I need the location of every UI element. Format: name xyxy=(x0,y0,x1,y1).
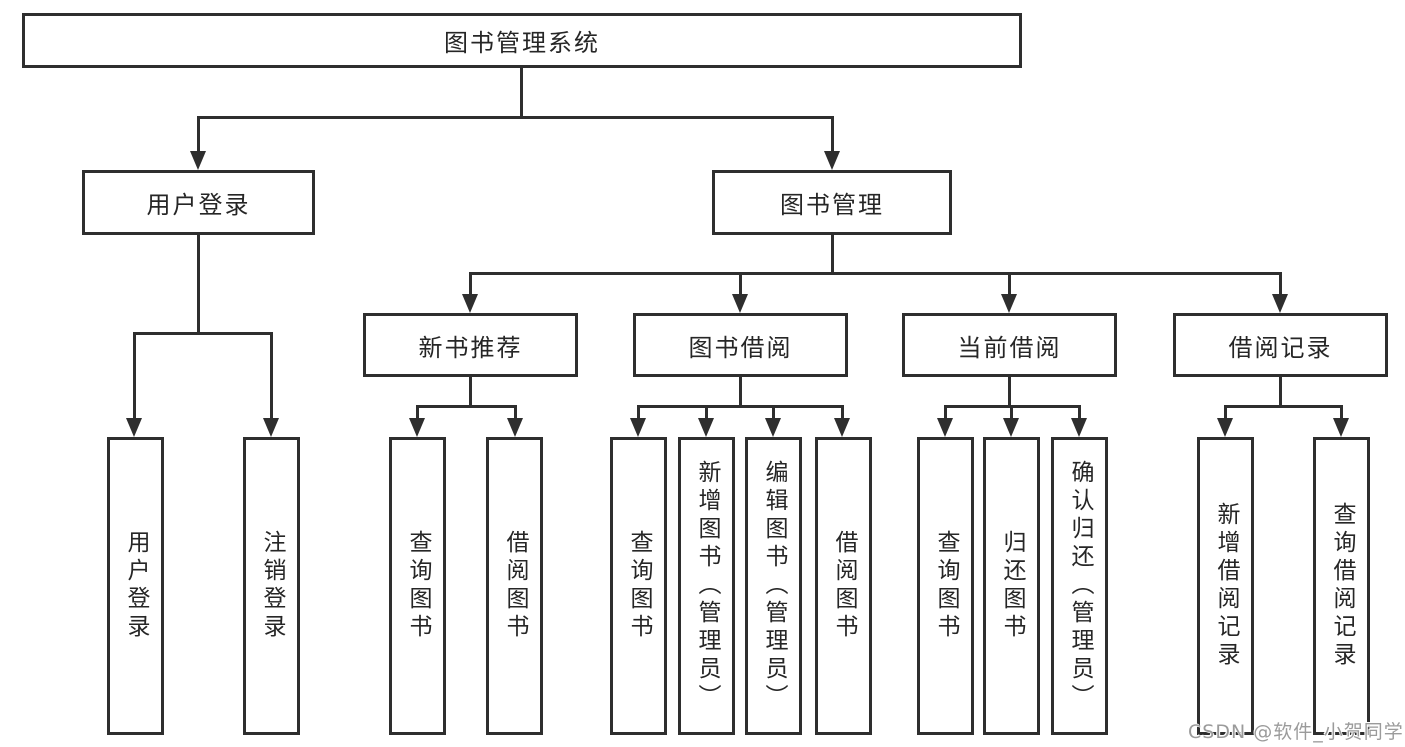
arrow-down-icon xyxy=(126,418,142,437)
node-leaf-query-books-2: 查询图书 xyxy=(610,437,667,735)
connector-line xyxy=(1224,405,1227,419)
arrow-down-icon xyxy=(190,151,206,170)
connector-line xyxy=(739,272,742,295)
node-leaf-add-books-admin: 新增图书（管理员） xyxy=(678,437,735,735)
connector-line xyxy=(1340,405,1343,419)
node-leaf-borrow-books-2: 借阅图书 xyxy=(815,437,872,735)
node-leaf-add-borrow-record: 新增借阅记录 xyxy=(1197,437,1254,735)
connector-line xyxy=(1224,405,1343,408)
connector-line xyxy=(1008,377,1011,408)
arrow-down-icon xyxy=(630,418,646,437)
arrow-down-icon xyxy=(1001,294,1017,313)
arrow-down-icon xyxy=(1003,418,1019,437)
connector-line xyxy=(1010,405,1013,419)
connector-line xyxy=(469,272,472,295)
arrow-down-icon xyxy=(698,418,714,437)
node-book-management: 图书管理 xyxy=(712,170,952,235)
arrow-down-icon xyxy=(1333,418,1349,437)
arrow-down-icon xyxy=(1071,418,1087,437)
connector-line xyxy=(831,116,834,152)
node-current-borrow: 当前借阅 xyxy=(902,313,1117,377)
connector-line xyxy=(944,405,947,419)
arrow-down-icon xyxy=(409,418,425,437)
connector-line xyxy=(197,116,834,119)
connector-line xyxy=(520,68,523,117)
connector-line xyxy=(831,235,834,273)
node-leaf-user-login: 用户登录 xyxy=(107,437,164,735)
node-leaf-query-books-1: 查询图书 xyxy=(389,437,446,735)
connector-line xyxy=(469,377,472,408)
node-leaf-confirm-return-admin: 确认归还（管理员） xyxy=(1051,437,1108,735)
arrow-down-icon xyxy=(462,294,478,313)
arrow-down-icon xyxy=(732,294,748,313)
node-new-book-recommend: 新书推荐 xyxy=(363,313,578,377)
connector-line xyxy=(772,405,775,419)
arrow-down-icon xyxy=(1217,418,1233,437)
connector-line xyxy=(270,332,273,419)
node-leaf-query-books-3: 查询图书 xyxy=(917,437,974,735)
connector-line xyxy=(133,332,136,419)
node-leaf-return-books: 归还图书 xyxy=(983,437,1040,735)
connector-line xyxy=(739,377,742,408)
connector-line xyxy=(1279,272,1282,295)
arrow-down-icon xyxy=(834,418,850,437)
node-leaf-query-borrow-record: 查询借阅记录 xyxy=(1313,437,1370,735)
connector-line xyxy=(1008,272,1011,295)
connector-line xyxy=(133,332,273,335)
connector-line xyxy=(1078,405,1081,419)
node-leaf-edit-books-admin: 编辑图书（管理员） xyxy=(745,437,802,735)
arrow-down-icon xyxy=(824,151,840,170)
arrow-down-icon xyxy=(507,418,523,437)
connector-line xyxy=(705,405,708,419)
arrow-down-icon xyxy=(937,418,953,437)
connector-line xyxy=(197,235,200,333)
node-leaf-borrow-books-1: 借阅图书 xyxy=(486,437,543,735)
node-library-system: 图书管理系统 xyxy=(22,13,1022,68)
connector-line xyxy=(637,405,844,408)
arrow-down-icon xyxy=(263,418,279,437)
connector-line xyxy=(197,116,200,152)
connector-line xyxy=(416,405,517,408)
node-leaf-logout: 注销登录 xyxy=(243,437,300,735)
connector-line xyxy=(841,405,844,419)
connector-line xyxy=(1279,377,1282,408)
node-borrow-records: 借阅记录 xyxy=(1173,313,1388,377)
arrow-down-icon xyxy=(765,418,781,437)
connector-line xyxy=(637,405,640,419)
connector-line xyxy=(469,272,1282,275)
arrow-down-icon xyxy=(1272,294,1288,313)
connector-line xyxy=(514,405,517,419)
node-book-borrow: 图书借阅 xyxy=(633,313,848,377)
csdn-watermark: CSDN @软件_小贺同学 xyxy=(1188,721,1404,743)
connector-line xyxy=(416,405,419,419)
node-user-login: 用户登录 xyxy=(82,170,315,235)
